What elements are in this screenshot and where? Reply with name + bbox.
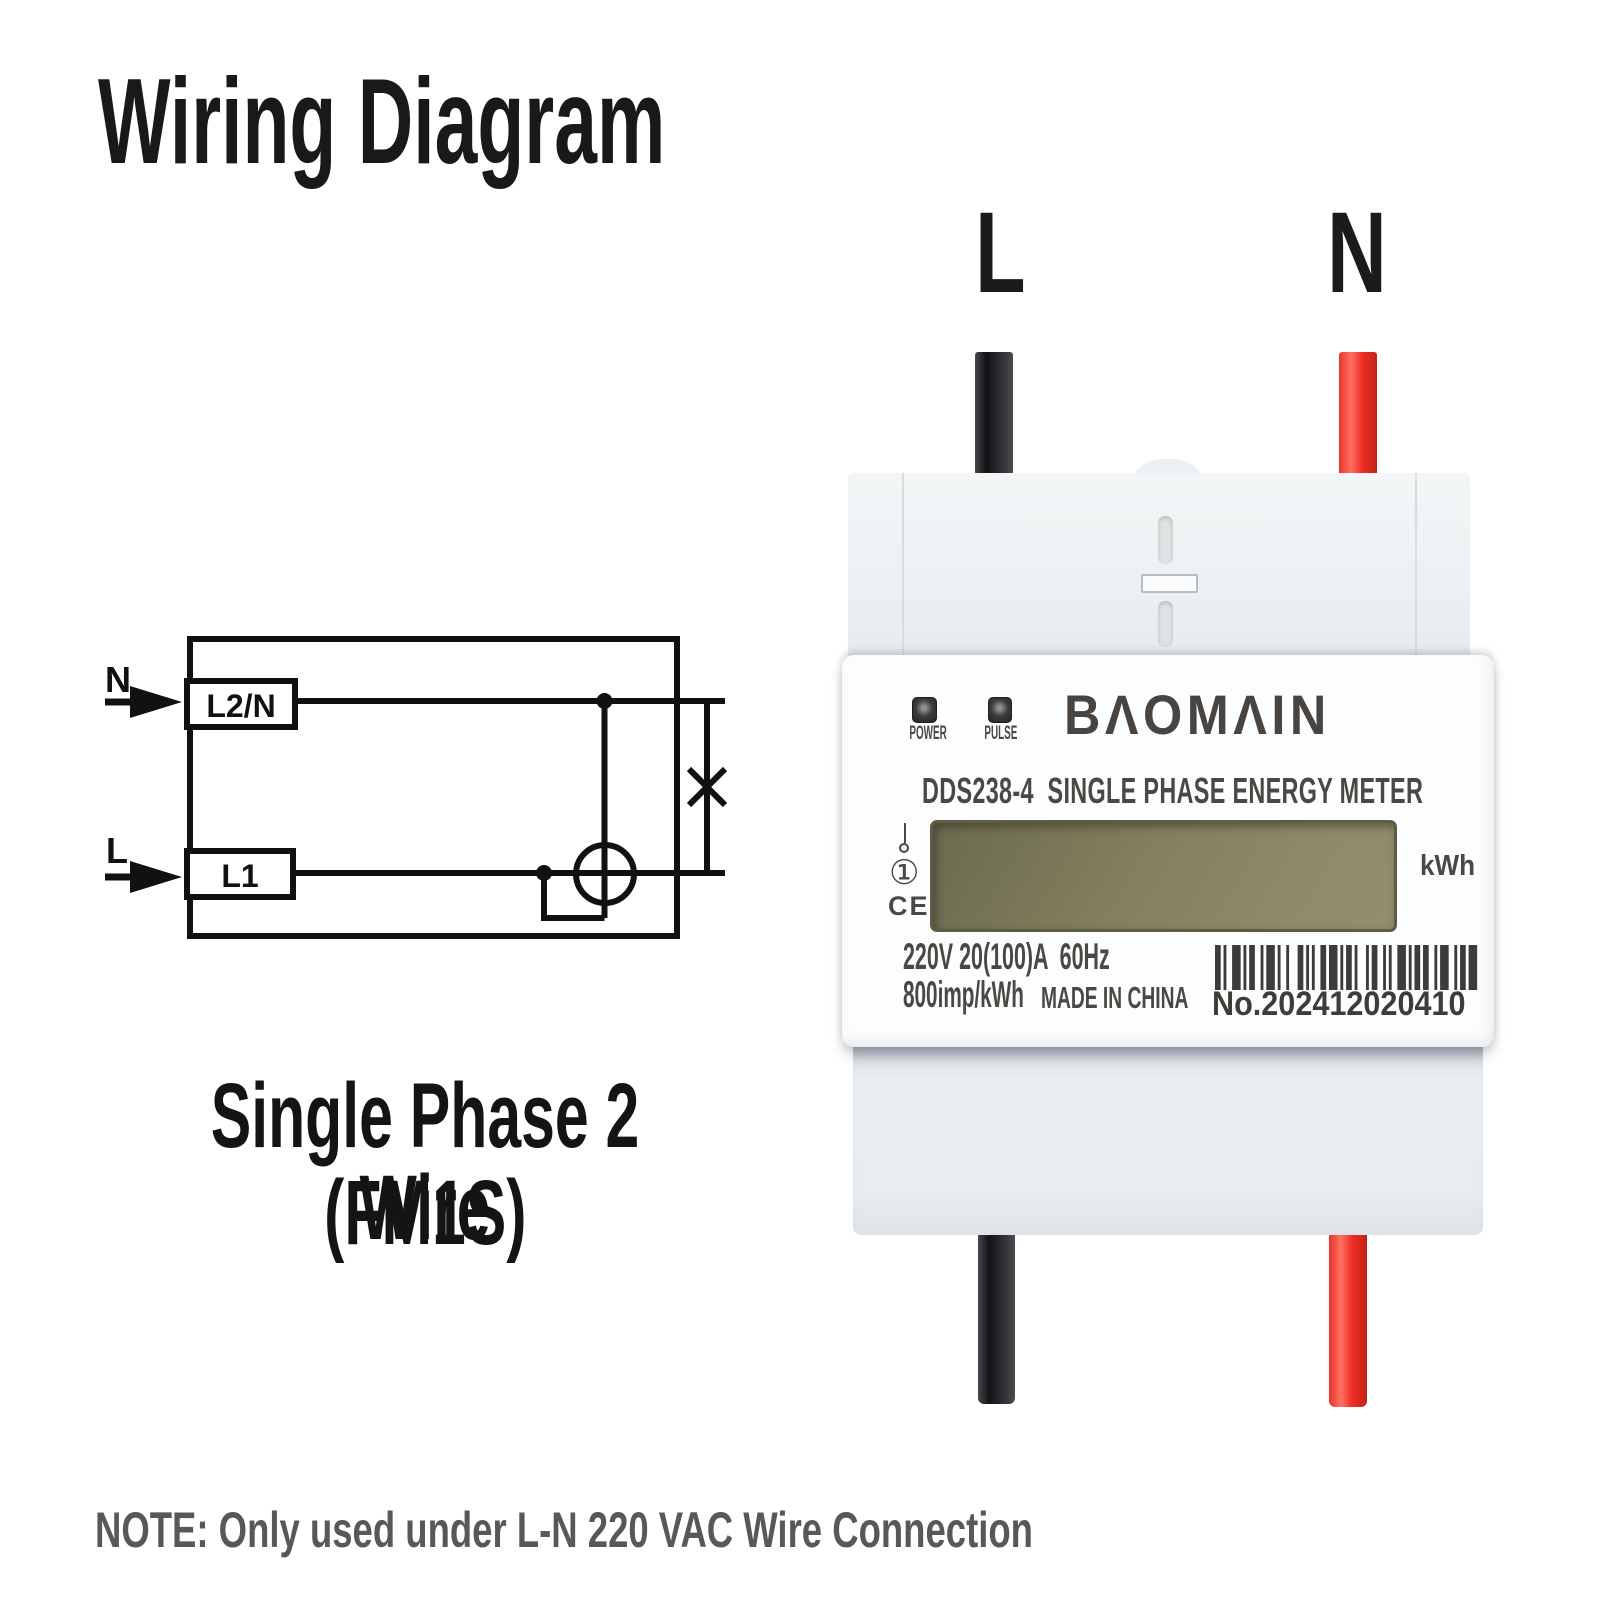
- ce-mark: CE: [888, 891, 930, 921]
- accuracy-class-icon: ①: [889, 854, 920, 892]
- housing-seam: [902, 473, 904, 657]
- pulse-led-icon: [988, 697, 1012, 723]
- schematic-caption: Single Phase 2 Wire (FM1S): [100, 1070, 750, 1264]
- note-text: NOTE: Only used under L-N 220 VAC Wire C…: [95, 1502, 1033, 1558]
- seal-hang-icon: [904, 823, 906, 843]
- live-wire-bottom: [978, 1232, 1015, 1404]
- lcd-display: [930, 820, 1397, 932]
- terminal-box-l2n: [184, 678, 298, 730]
- origin-text: MADE IN CHINA: [1041, 980, 1189, 1015]
- brand-logo: BΛOMΛIN: [1064, 683, 1331, 746]
- terminal-label-l2n: L2/N: [206, 688, 275, 724]
- live-wire-top: [975, 352, 1013, 478]
- rating-text: 220V 20(100)A 60Hz: [903, 936, 1110, 977]
- current-coil-loop: [541, 873, 605, 921]
- neutral-wire-top: [1339, 352, 1377, 478]
- housing-seam: [1415, 473, 1417, 657]
- junction-dot: [596, 693, 613, 709]
- wiring-schematic-diagram: L2/N L1 N L: [105, 636, 728, 939]
- impulse-constant-text: 800imp/kWh: [903, 974, 1024, 1015]
- input-label-l: L: [106, 830, 128, 871]
- neutral-wire-bottom: [1329, 1232, 1367, 1407]
- seal-tab: [1141, 574, 1198, 593]
- model-title: DDS238-4 SINGLE PHASE ENERGY METER: [922, 770, 1424, 811]
- meter-front-panel: POWER PULSE BΛOMΛIN DDS238-4 SINGLE PHAS…: [842, 655, 1494, 1047]
- meter-outline-box: [187, 636, 680, 939]
- wire-label-l: L: [975, 189, 1026, 317]
- current-coil-icon: [573, 842, 637, 906]
- ventilation-slot: [1158, 516, 1173, 564]
- n-arrowhead-icon: [130, 686, 182, 718]
- wire-label-n: N: [1327, 189, 1387, 317]
- terminal-box-l1: [184, 848, 296, 900]
- meter-bottom-housing: [853, 1047, 1483, 1235]
- input-label-n: N: [105, 659, 131, 700]
- seal-hang-icon: [899, 843, 909, 853]
- caption-line-1: Single Phase 2 Wire: [210, 1065, 640, 1259]
- serial-number: No.202412020410: [1212, 985, 1466, 1023]
- load-x-icon: [686, 766, 728, 808]
- unit-label: kWh: [1420, 850, 1476, 882]
- pulse-led-label: PULSE: [984, 723, 1018, 744]
- page-title: Wiring Diagram: [98, 53, 666, 189]
- power-led-icon: [912, 697, 937, 723]
- junction-dot: [536, 865, 552, 881]
- ventilation-slot: [1158, 601, 1173, 647]
- power-led-label: POWER: [909, 723, 947, 744]
- barcode-icon: [1215, 945, 1478, 990]
- l-arrowhead-icon: [130, 861, 182, 893]
- terminal-label-l1: L1: [221, 858, 258, 894]
- caption-line-2: (FM1S): [323, 1162, 527, 1264]
